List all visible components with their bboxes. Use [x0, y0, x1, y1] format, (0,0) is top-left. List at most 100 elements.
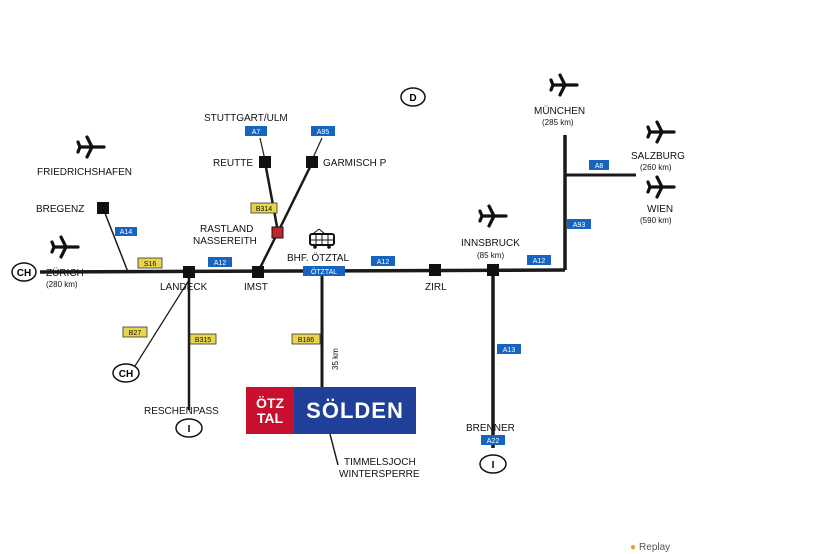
logo-oetztal-block: ÖTZ TAL [246, 387, 294, 434]
sign-a12-innsbruck: A12 [527, 255, 551, 265]
sign-b186: B186 [291, 333, 321, 345]
label-zirl: ZIRL [425, 282, 447, 293]
svg-text:B186: B186 [298, 337, 314, 344]
sign-a8: A8 [589, 160, 609, 170]
label-zurich: ZÜRICH [46, 267, 84, 279]
sign-s16: S16 [137, 257, 163, 269]
svg-text:A12: A12 [214, 260, 227, 267]
replay-link[interactable]: ●Replay [630, 542, 670, 553]
sign-b27: B27 [122, 326, 148, 338]
label-wien: WIEN [647, 204, 673, 215]
replay-icon: ● [630, 542, 637, 553]
airplane-icon-friedrichshafen [76, 135, 106, 159]
country-marker-switzerland-west: CH [11, 262, 37, 282]
svg-text:A12: A12 [377, 259, 390, 266]
road-timmelsjoch [329, 433, 339, 466]
label-muenchen-distance: (285 km) [542, 118, 574, 127]
svg-text:A13: A13 [503, 347, 516, 354]
sign-b314: B314 [250, 202, 278, 214]
svg-text:I: I [492, 460, 495, 471]
sign-a12-landeck: A12 [208, 257, 232, 267]
junction-innsbruck [487, 264, 499, 276]
label-wintersperre: WINTERSPERRE [339, 469, 420, 480]
place-labels: STUTTGART/ULM REUTTE GARMISCH P FRIEDRIC… [36, 105, 685, 480]
road-main-west [39, 268, 566, 274]
label-innsbruck: INNSBRUCK [461, 238, 520, 249]
label-bhf-oetztal: BHF. ÖTZTAL [287, 252, 349, 264]
country-marker-italy-reschen: I [175, 418, 203, 438]
sign-a22: A22 [481, 435, 505, 445]
road-fernpass-garmisch [276, 162, 314, 233]
label-imst: IMST [244, 282, 268, 293]
svg-text:A12: A12 [533, 258, 546, 265]
airplane-icon-wien [646, 175, 676, 199]
svg-text:S16: S16 [144, 261, 157, 268]
sign-a95: A95 [311, 126, 335, 136]
sign-b315: B315 [189, 333, 217, 345]
svg-text:A7: A7 [252, 129, 261, 136]
svg-text:B314: B314 [256, 206, 272, 213]
road-fernpass-reutte [263, 161, 280, 233]
svg-text:A95: A95 [317, 129, 330, 136]
svg-text:CH: CH [17, 268, 31, 279]
label-salzburg-distance: (260 km) [640, 163, 672, 172]
svg-text:A93: A93 [573, 222, 586, 229]
sign-a93: A93 [567, 219, 591, 229]
junction-imst [252, 266, 264, 278]
svg-text:A14: A14 [120, 229, 133, 236]
sign-a13: A13 [497, 344, 521, 354]
label-garmisch: GARMISCH P [323, 158, 387, 169]
train-icon [309, 228, 335, 249]
junction-garmisch [306, 156, 318, 168]
road-landeck-ch [134, 279, 190, 367]
label-nassereith: NASSEREITH [193, 236, 257, 247]
country-marker-germany: D [400, 87, 426, 107]
oetztal-soelden-logo: ÖTZ TAL SÖLDEN [246, 387, 416, 434]
svg-text:I: I [188, 424, 191, 435]
airplane-icon-zurich [50, 235, 80, 259]
junction-bregenz [97, 202, 109, 214]
road-a14-bregenz [102, 207, 129, 273]
label-zurich-distance: (280 km) [46, 280, 78, 289]
svg-text:CH: CH [119, 369, 133, 380]
label-bregenz: BREGENZ [36, 204, 84, 215]
svg-text:D: D [409, 93, 416, 104]
label-friedrichshafen: FRIEDRICHSHAFEN [37, 167, 132, 178]
svg-text:ÖTZTAL: ÖTZTAL [311, 268, 337, 276]
airplane-icon-innsbruck [478, 204, 508, 228]
junction-zirl [429, 264, 441, 276]
label-timmelsjoch: TIMMELSJOCH [344, 457, 416, 468]
country-marker-switzerland-south: CH [112, 363, 140, 383]
sign-oetztal-exit: ÖTZTAL [303, 266, 345, 276]
label-wien-distance: (590 km) [640, 216, 672, 225]
rest-stop-nassereith [271, 226, 284, 239]
road-signs: A7 A95 A14 S16 B314 A12 ÖTZTAL A12 A12 A… [115, 126, 609, 445]
label-landeck: LANDECK [160, 282, 208, 293]
label-reschenpass: RESCHENPASS [144, 406, 219, 417]
junction-landeck [183, 266, 195, 278]
junction-reutte [259, 156, 271, 168]
replay-label: Replay [639, 542, 671, 553]
label-muenchen: MÜNCHEN [534, 105, 585, 117]
junctions [97, 156, 499, 278]
logo-name: SÖLDEN [306, 397, 404, 423]
svg-text:A8: A8 [595, 163, 604, 170]
label-innsbruck-distance: (85 km) [477, 251, 504, 260]
sign-a7: A7 [245, 126, 267, 136]
svg-text:B315: B315 [195, 337, 211, 344]
sign-a14: A14 [115, 227, 137, 236]
logo-line-2: TAL [256, 409, 284, 426]
label-brenner: BRENNER [466, 423, 515, 434]
airplane-icon-salzburg [646, 120, 676, 144]
road-imst-fernpass [256, 231, 280, 273]
sign-a12-zirl: A12 [371, 256, 395, 266]
label-reutte: REUTTE [213, 158, 253, 169]
label-salzburg: SALZBURG [631, 151, 685, 162]
label-distance-35km: 35 km [331, 348, 340, 370]
logo-soelden-block: SÖLDEN [294, 387, 416, 434]
svg-text:A22: A22 [487, 438, 500, 445]
logo-line-1: ÖTZ [256, 394, 284, 411]
label-stuttgart-ulm: STUTTGART/ULM [204, 113, 288, 124]
road-network [39, 135, 636, 466]
